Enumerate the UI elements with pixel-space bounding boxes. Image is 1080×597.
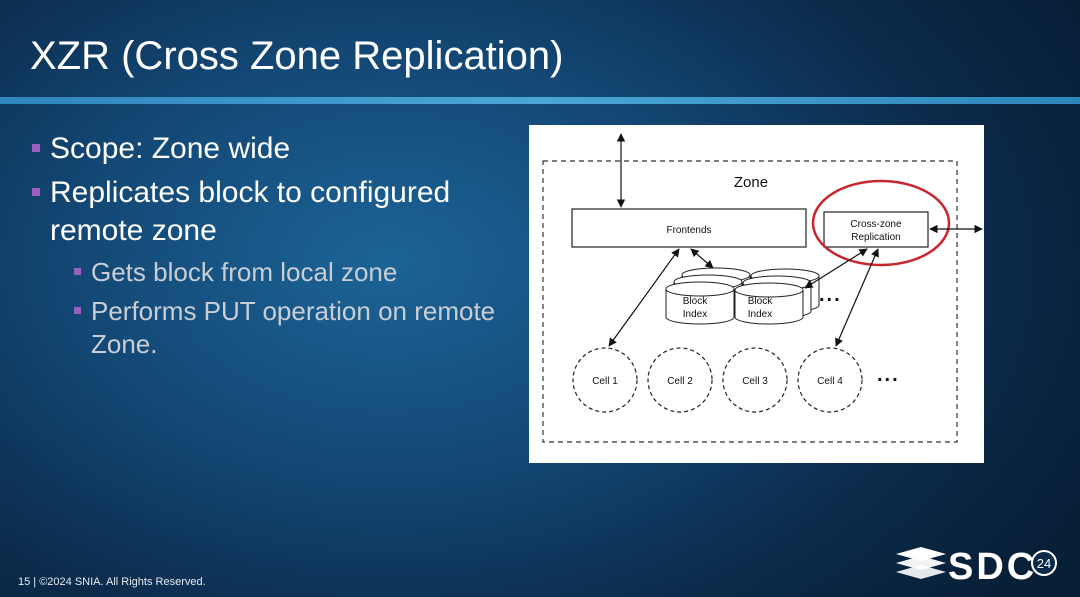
xzr-highlight	[811, 179, 951, 267]
bullet-marker	[74, 307, 81, 314]
xzr-cell4-arrow	[835, 248, 879, 347]
bullet-list: Scope: Zone wide Replicates block to con…	[30, 130, 500, 367]
block-index-ellipsis: ...	[819, 284, 842, 306]
block-index-label-line1: Block	[683, 296, 708, 307]
frontends-box	[571, 208, 807, 248]
logo-badge-text: 24	[1037, 556, 1051, 571]
frontends-cell1-arrow	[608, 248, 680, 347]
bullet-marker	[32, 188, 40, 196]
zone-boundary	[542, 160, 958, 443]
logo-badge	[1031, 550, 1057, 576]
cell-1	[572, 347, 638, 413]
bullet-text: Scope: Zone wide	[50, 132, 291, 165]
frontends-blockindex-arrow	[690, 248, 714, 269]
sdc-logo: SDC 24	[894, 543, 1062, 588]
cell-ellipsis: ...	[877, 364, 900, 386]
block-index-label-line2: Index	[683, 309, 707, 320]
bullet-marker	[32, 144, 40, 152]
cell-1-label: Cell 1	[592, 376, 618, 387]
footer-copyright: 15 | ©2024 SNIA. All Rights Reserved.	[18, 576, 206, 588]
cell-2	[647, 347, 713, 413]
cell-3-label: Cell 3	[742, 376, 768, 387]
bullet-item: Scope: Zone wide	[30, 130, 500, 168]
bullet-text: Replicates block to configured remote zo…	[50, 176, 451, 247]
cell-4	[797, 347, 863, 413]
zone-label: Zone	[734, 174, 768, 191]
frontends-label: Frontends	[666, 225, 711, 236]
xzr-label-line2: Replication	[851, 232, 900, 243]
xzr-label-line1: Cross-zone	[850, 219, 902, 230]
zone-diagram: Zone Frontends Cross-zone Replication Bl…	[529, 125, 984, 463]
title-divider	[0, 97, 1080, 104]
sub-bullet-item: Gets block from local zone	[72, 256, 500, 289]
bullet-item: Replicates block to configured remote zo…	[30, 174, 500, 250]
sub-bullet-text: Performs PUT operation on remote Zone.	[91, 296, 496, 359]
cell-3	[722, 347, 788, 413]
bullet-marker	[74, 268, 81, 275]
logo-text: SDC	[948, 546, 1037, 585]
sub-bullet-text: Gets block from local zone	[91, 257, 398, 287]
cell-4-label: Cell 4	[817, 376, 843, 387]
block-index-stack: Block Index	[734, 268, 820, 325]
xzr-box	[823, 211, 929, 248]
stack-icon	[896, 547, 946, 579]
sub-bullet-item: Performs PUT operation on remote Zone.	[72, 295, 500, 361]
block-index-label-line2: Index	[748, 309, 772, 320]
block-index-label-line1: Block	[748, 296, 773, 307]
cell-2-label: Cell 2	[667, 376, 693, 387]
slide-title: XZR (Cross Zone Replication)	[30, 34, 564, 78]
